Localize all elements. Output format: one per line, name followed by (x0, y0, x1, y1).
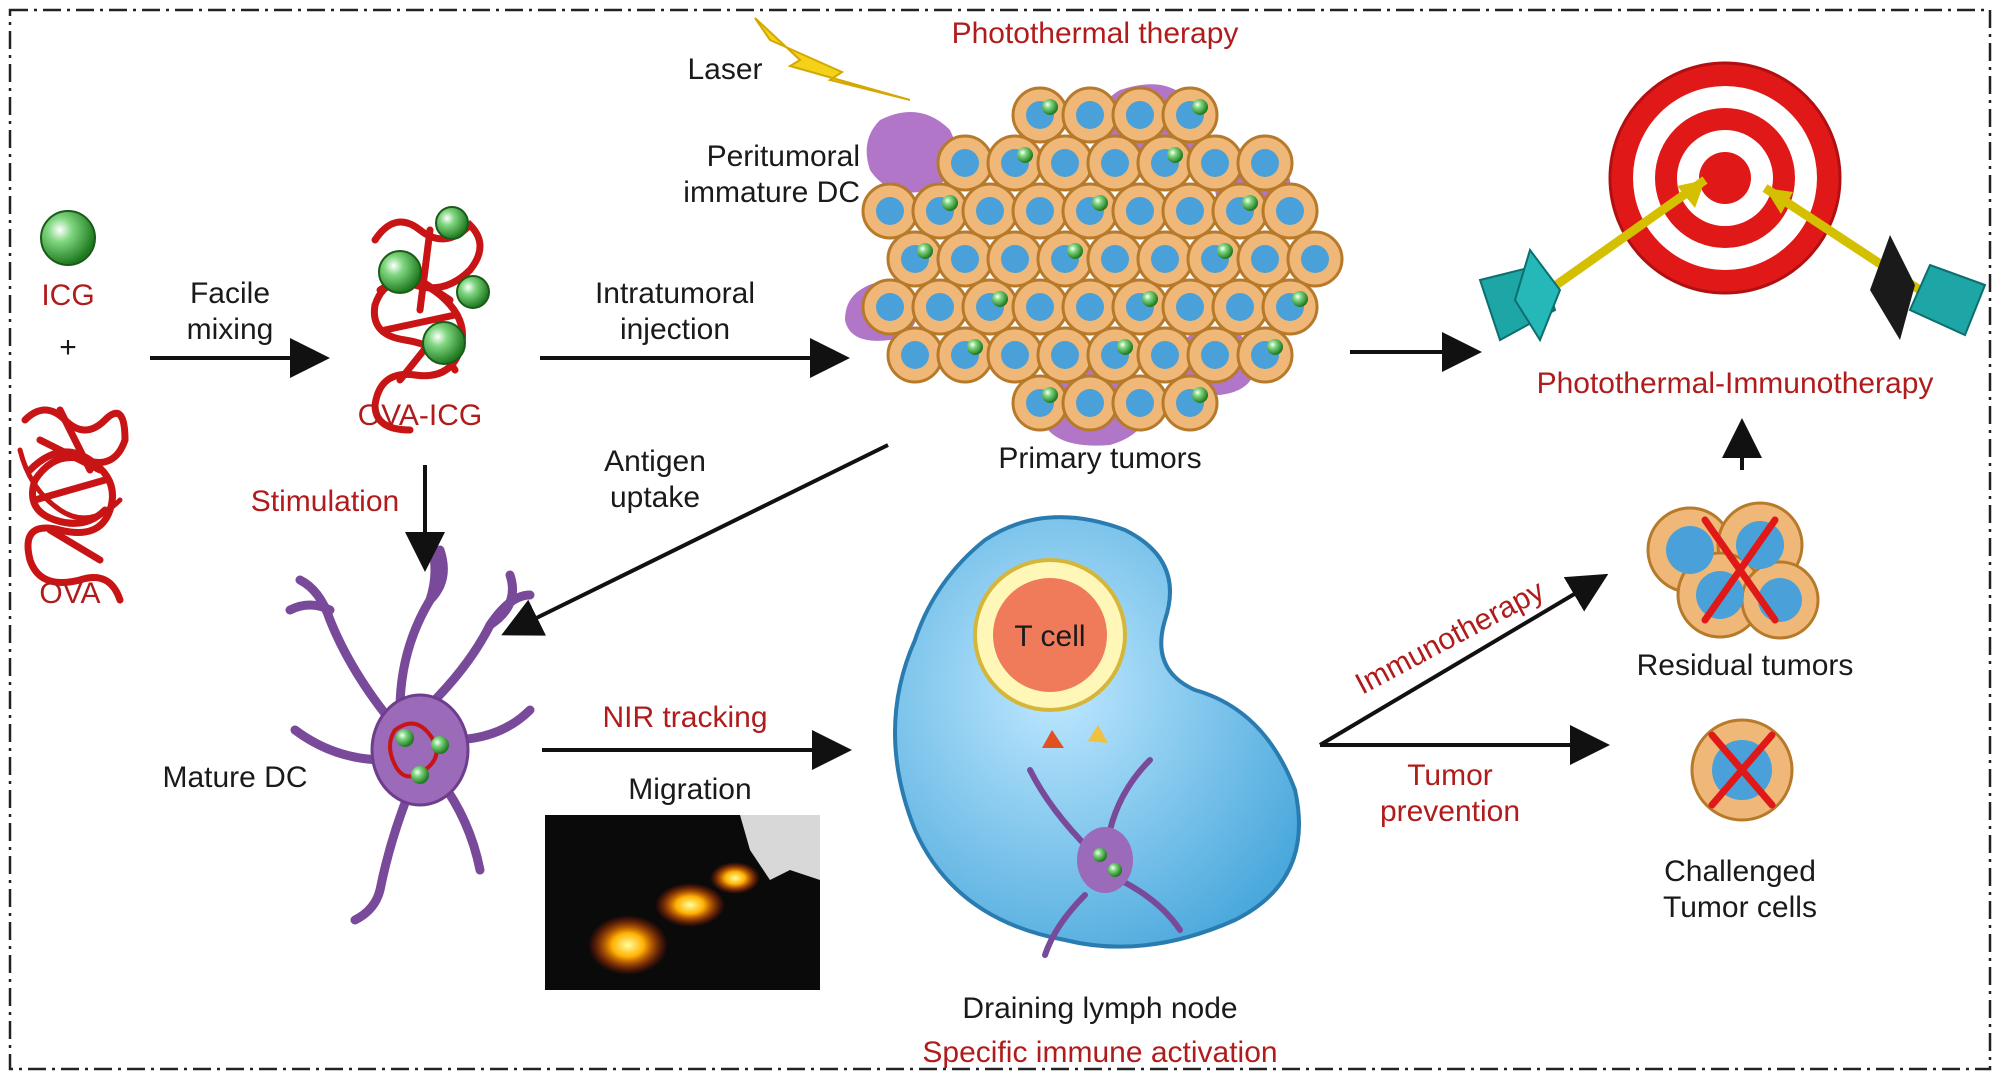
tumor-nucleus (1251, 245, 1279, 273)
tumor-nucleus (1101, 149, 1129, 177)
diagram-border (8, 8, 1992, 1071)
tumor-nucleus (1126, 197, 1154, 225)
tumor-nucleus (1001, 245, 1029, 273)
tumor-nucleus (951, 149, 979, 177)
intratumoral-injection-label: Intratumoral injection (594, 277, 756, 346)
draining-lymph-node-label: Draining lymph node (962, 992, 1238, 1025)
tumor-nucleus (1051, 149, 1079, 177)
stimulation-label: Stimulation (250, 485, 400, 518)
laser-bolt-icon (754, 17, 911, 101)
dart-left-icon (1478, 176, 1708, 343)
photothermal-immunotherapy-label: Photothermal-Immunotherapy (1536, 367, 1934, 400)
ova-icg-particle (1042, 99, 1058, 115)
tumor-nucleus (1076, 101, 1104, 129)
tumor-nucleus (1151, 341, 1179, 369)
tumor-nucleus (1026, 197, 1054, 225)
tumor-nucleus (976, 197, 1004, 225)
tumor-nucleus (1126, 101, 1154, 129)
tumor-nucleus (1151, 245, 1179, 273)
ova-icg-particle (967, 339, 983, 355)
ova-icg-particle (992, 291, 1008, 307)
tumor-prevention-label: Tumor prevention (1379, 759, 1521, 828)
tumor-nucleus (1176, 197, 1204, 225)
ova-icg-particle (1117, 339, 1133, 355)
dart-right-icon (1762, 184, 1987, 340)
tumor-nucleus (1251, 149, 1279, 177)
ova-icg-particle (1042, 387, 1058, 403)
plus-sign: + (59, 331, 77, 364)
peritumoral-dc-label: Peritumoral immature DC (683, 140, 860, 209)
ova-icg-particle (1142, 291, 1158, 307)
challenged-tumor-cell-icon (1690, 718, 1794, 822)
ova-icg-label: OVA-ICG (357, 399, 483, 432)
primary-tumor-cluster-icon (845, 84, 1344, 446)
ova-label: OVA (39, 577, 101, 610)
facile-mixing-label: Facile mixing (186, 277, 274, 346)
laser-label: Laser (687, 53, 763, 86)
tumor-nucleus (1101, 245, 1129, 273)
migration-label: Migration (628, 773, 752, 806)
mature-dc-cargo (388, 721, 449, 784)
residual-tumors-icon (1646, 501, 1820, 640)
ova-icg-particle (1192, 387, 1208, 403)
tumor-nucleus (926, 293, 954, 321)
tumor-nucleus (901, 341, 929, 369)
arrow-antigen-uptake (501, 443, 889, 636)
ova-icg-particle (917, 243, 933, 259)
primary-tumors-label: Primary tumors (998, 442, 1202, 475)
ova-icg-particle (1292, 291, 1308, 307)
nir-image (545, 815, 820, 990)
t-cell-label: T cell (1014, 620, 1086, 653)
lymph-node-icon (893, 515, 1301, 958)
ova-icg-particle (1017, 147, 1033, 163)
icg-label: ICG (41, 279, 95, 312)
ova-icg-particle (1167, 147, 1183, 163)
mature-dc-body (370, 693, 470, 807)
ova-icg-particle (1092, 195, 1108, 211)
tumor-nucleus (1001, 341, 1029, 369)
tumor-nucleus (876, 197, 904, 225)
arrow-immunotherapy (1318, 573, 1609, 747)
tumor-nucleus (1276, 197, 1304, 225)
target-icon (1608, 61, 1842, 295)
tumor-nucleus (1076, 389, 1104, 417)
tumor-nucleus (1126, 389, 1154, 417)
antigen-uptake-label: Antigen uptake (604, 445, 706, 514)
tumor-nucleus (876, 293, 904, 321)
mature-dc-label: Mature DC (162, 761, 308, 794)
tumor-nucleus (951, 245, 979, 273)
tumor-nucleus (1051, 341, 1079, 369)
tumor-nucleus (1201, 341, 1229, 369)
challenged-tumor-cells-label: Challenged Tumor cells (1663, 855, 1817, 924)
ova-icg-particle (1217, 243, 1233, 259)
icg-sphere-icon (40, 210, 96, 266)
tumor-nucleus (1301, 245, 1329, 273)
specific-immune-activation-label: Specific immune activation (922, 1036, 1278, 1069)
ova-icg-particle (1192, 99, 1208, 115)
tumor-nucleus (1226, 293, 1254, 321)
ova-icg-particle (1267, 339, 1283, 355)
tumor-nucleus (1176, 293, 1204, 321)
residual-tumors-label: Residual tumors (1636, 649, 1854, 682)
photothermal-therapy-label: Photothermal therapy (951, 17, 1239, 50)
ova-icg-complex-icon (370, 206, 490, 434)
ova-icg-particle (1067, 243, 1083, 259)
tumor-nucleus (1201, 149, 1229, 177)
ova-protein-icon (17, 406, 129, 604)
tumor-nucleus (1026, 293, 1054, 321)
nir-tracking-label: NIR tracking (602, 701, 768, 734)
ova-icg-particle (1242, 195, 1258, 211)
ova-icg-particle (942, 195, 958, 211)
tumor-nucleus (1076, 293, 1104, 321)
